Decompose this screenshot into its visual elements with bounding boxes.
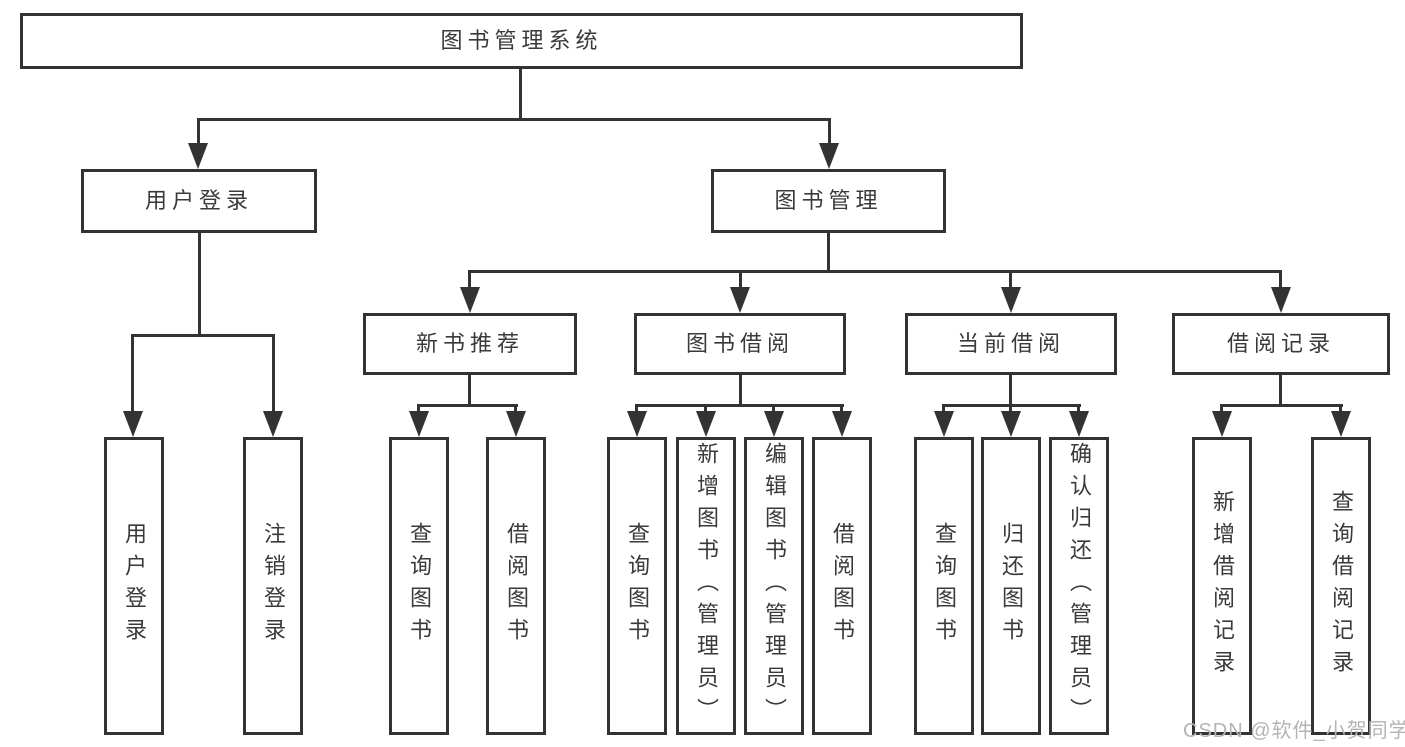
- arrowhead-down: [263, 411, 283, 437]
- connector-line: [417, 404, 420, 413]
- leaf-label: 新增借阅记录: [1210, 490, 1235, 682]
- connector-line: [827, 233, 830, 273]
- node-root-label: 图书管理系统: [440, 28, 603, 53]
- arrowhead-down: [832, 411, 852, 437]
- connector-line: [1009, 270, 1012, 288]
- connector-line: [840, 404, 843, 413]
- leaf-label: 编辑图书（管理员）: [762, 442, 787, 730]
- arrowhead-down: [1001, 411, 1021, 437]
- connector-line: [1279, 270, 1282, 288]
- leaf-add-borrow-record: 新增借阅记录: [1192, 437, 1252, 735]
- leaf-label: 归还图书: [999, 522, 1024, 650]
- arrowhead-down: [123, 411, 143, 437]
- arrowhead-down: [696, 411, 716, 437]
- connector-line: [519, 68, 522, 121]
- connector-line: [1077, 404, 1080, 413]
- arrowhead-down: [1271, 287, 1291, 313]
- connector-line: [272, 334, 275, 412]
- leaf-query-borrow-record: 查询借阅记录: [1311, 437, 1371, 735]
- connector-line: [1009, 375, 1012, 406]
- leaf-label: 查询图书: [932, 522, 957, 650]
- arrowhead-down: [1212, 411, 1232, 437]
- connector-line: [1339, 404, 1342, 413]
- leaf-borrow-books-2: 借阅图书: [812, 437, 872, 735]
- leaf-label: 查询图书: [407, 522, 432, 650]
- leaf-add-books-admin: 新增图书（管理员）: [676, 437, 736, 735]
- node-root: 图书管理系统: [20, 13, 1023, 69]
- connector-line: [772, 404, 775, 413]
- watermark: CSDN @软件_小贺同学: [1183, 720, 1405, 742]
- node-borrowing-records: 借阅记录: [1172, 313, 1390, 375]
- connector-line: [1009, 404, 1012, 413]
- arrowhead-down: [1331, 411, 1351, 437]
- node-user-login: 用户登录: [81, 169, 317, 233]
- connector-line: [197, 118, 831, 121]
- node-book-management-label: 图书管理: [774, 188, 883, 213]
- connector-line: [514, 404, 517, 413]
- leaf-return-books: 归还图书: [981, 437, 1041, 735]
- node-user-login-label: 用户登录: [144, 188, 253, 213]
- leaf-borrow-books-1: 借阅图书: [486, 437, 546, 735]
- leaf-label: 查询借阅记录: [1329, 490, 1354, 682]
- leaf-query-books-2: 查询图书: [607, 437, 667, 735]
- node-book-borrowing: 图书借阅: [634, 313, 846, 375]
- arrowhead-down: [188, 143, 208, 169]
- leaf-query-books-1: 查询图书: [389, 437, 449, 735]
- connector-line: [739, 270, 742, 288]
- connector-line: [197, 118, 200, 144]
- leaf-label: 借阅图书: [504, 522, 529, 650]
- arrowhead-down: [627, 411, 647, 437]
- arrowhead-down: [764, 411, 784, 437]
- arrowhead-down: [506, 411, 526, 437]
- arrowhead-down: [1001, 287, 1021, 313]
- node-borrowing-records-label: 借阅记录: [1226, 331, 1335, 356]
- arrowhead-down: [819, 143, 839, 169]
- node-book-borrowing-label: 图书借阅: [685, 331, 794, 356]
- connector-line: [468, 270, 471, 288]
- connector-line: [704, 404, 707, 413]
- connector-line: [1220, 404, 1343, 407]
- leaf-user-login: 用户登录: [104, 437, 164, 735]
- node-current-borrowing-label: 当前借阅: [956, 331, 1065, 356]
- leaf-query-books-3: 查询图书: [914, 437, 974, 735]
- arrowhead-down: [460, 287, 480, 313]
- connector-line: [131, 334, 275, 337]
- connector-line: [198, 233, 201, 337]
- arrowhead-down: [934, 411, 954, 437]
- connector-line: [1279, 375, 1282, 406]
- connector-line: [828, 118, 831, 144]
- arrowhead-down: [730, 287, 750, 313]
- connector-line: [739, 375, 742, 406]
- node-new-book-recommend-label: 新书推荐: [415, 331, 524, 356]
- node-current-borrowing: 当前借阅: [905, 313, 1117, 375]
- leaf-confirm-return-admin: 确认归还（管理员）: [1049, 437, 1109, 735]
- connector-line: [635, 404, 638, 413]
- connector-line: [468, 375, 471, 406]
- leaf-label: 确认归还（管理员）: [1067, 442, 1092, 730]
- leaf-edit-books-admin: 编辑图书（管理员）: [744, 437, 804, 735]
- node-new-book-recommend: 新书推荐: [363, 313, 577, 375]
- leaf-label: 借阅图书: [830, 522, 855, 650]
- leaf-logout: 注销登录: [243, 437, 303, 735]
- leaf-label: 用户登录: [122, 522, 147, 650]
- arrowhead-down: [409, 411, 429, 437]
- arrowhead-down: [1069, 411, 1089, 437]
- leaf-label: 查询图书: [625, 522, 650, 650]
- connector-line: [468, 270, 1282, 273]
- connector-line: [942, 404, 945, 413]
- connector-line: [635, 404, 844, 407]
- leaf-label: 注销登录: [261, 522, 286, 650]
- connector-line: [1220, 404, 1223, 413]
- connector-line: [417, 404, 518, 407]
- node-book-management: 图书管理: [711, 169, 946, 233]
- connector-line: [131, 334, 134, 412]
- leaf-label: 新增图书（管理员）: [694, 442, 719, 730]
